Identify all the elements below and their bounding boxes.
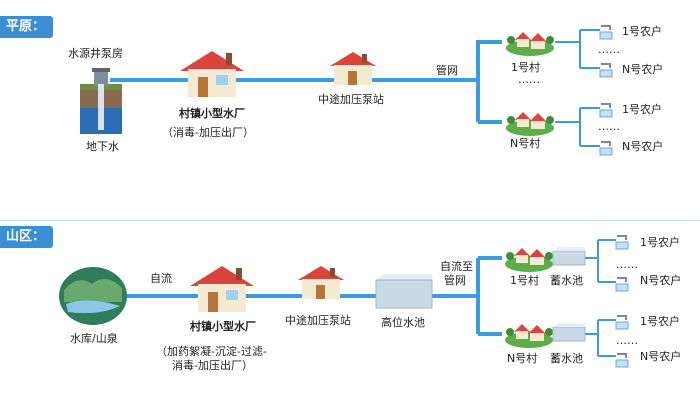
plain-farm-ellipsis-bottom: ……: [598, 120, 620, 133]
mountain-booster-house-icon: [298, 266, 344, 299]
mountain-water-plant-icon: [190, 266, 254, 312]
plain-village-n-label: N号村: [510, 137, 541, 150]
well-groundwater-icon: [80, 68, 122, 134]
mountain-plant-process-2: 消毒-加压出厂）: [172, 359, 253, 372]
plain-plant-title: 村镇小型水厂: [179, 107, 245, 120]
elevated-tank-label: 高位水池: [381, 316, 425, 329]
gravity-flow-label: 自流: [150, 272, 172, 285]
tap-icon: [599, 141, 613, 156]
storage-tank-icon: [552, 247, 586, 266]
plain-farm-n-top: N号农户: [622, 63, 664, 76]
tap-icon: [615, 277, 629, 292]
plain-village-1-label: 1号村: [511, 61, 540, 74]
region-divider: [0, 220, 700, 221]
mountain-region-tag: 山区：: [0, 226, 54, 248]
mountain-farm-ellipsis-top: ……: [616, 258, 638, 271]
mountain-village-n-label: N号村: [507, 352, 538, 365]
tap-icon: [599, 63, 613, 78]
mountain-storage-1-label: 蓄水池: [550, 274, 583, 287]
storage-tank-icon: [552, 323, 586, 342]
plain-farm-1-bottom: 1号农户: [622, 103, 662, 116]
mountain-village-1-icon: [505, 248, 553, 272]
plain-farm-ellipsis-top: ……: [598, 43, 620, 56]
mountain-farm-1-top: 1号农户: [640, 236, 680, 249]
reservoir-spring-icon: [59, 267, 127, 325]
groundwater-label: 地下水: [86, 140, 119, 153]
plain-village-ellipsis: ……: [518, 73, 540, 86]
reservoir-spring-label: 水库/山泉: [70, 332, 118, 345]
tap-icon: [615, 353, 629, 368]
plain-region-tag: 平原：: [0, 16, 54, 38]
mountain-farm-1-bottom: 1号农户: [640, 315, 680, 328]
plain-plant-process: （消毒-加压出厂）: [162, 126, 254, 139]
tap-icon: [599, 25, 613, 40]
plain-pipe-network-label: 管网: [436, 64, 458, 77]
well-pump-house-label: 水源井泵房: [68, 47, 123, 60]
elevated-tank-icon: [375, 274, 433, 309]
mountain-storage-n-label: 蓄水池: [550, 352, 583, 365]
mountain-farm-n-top: N号农户: [640, 274, 682, 287]
booster-station-house-icon: [330, 52, 376, 85]
plain-farm-1-top: 1号农户: [622, 25, 662, 38]
mountain-plant-title: 村镇小型水厂: [190, 320, 256, 333]
gravity-to-network-label-2: 管网: [444, 274, 466, 287]
mountain-plant-process-1: （加药絮凝-沉淀-过滤-: [156, 345, 267, 358]
mountain-farm-n-bottom: N号农户: [640, 350, 682, 363]
mountain-farm-ellipsis-bottom: ……: [616, 334, 638, 347]
village-n-icon: [506, 112, 554, 136]
tap-icon: [615, 315, 629, 330]
plain-booster-label: 中途加压泵站: [318, 93, 384, 106]
tap-icon: [615, 235, 629, 250]
tap-icon: [599, 103, 613, 118]
gravity-to-network-label-1: 自流至: [440, 260, 473, 273]
water-plant-house-icon: [180, 51, 244, 97]
mountain-village-n-icon: [505, 324, 553, 348]
village-1-icon: [506, 32, 554, 56]
mountain-village-1-label: 1号村: [510, 274, 539, 287]
plain-farm-n-bottom: N号农户: [622, 140, 664, 153]
mountain-booster-label: 中途加压泵站: [285, 314, 351, 327]
